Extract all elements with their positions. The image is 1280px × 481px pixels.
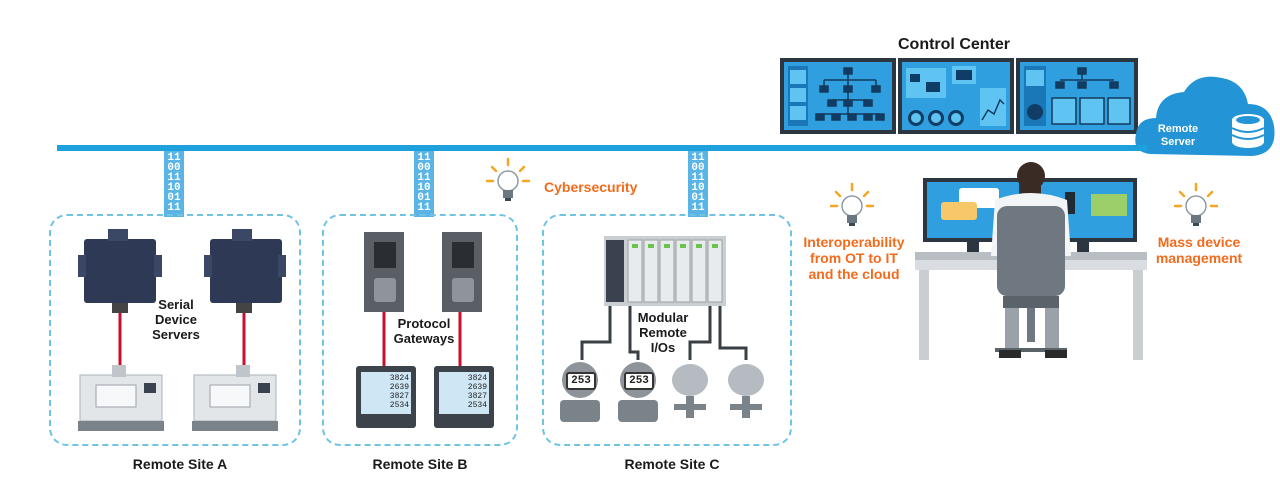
remote-site-b (322, 214, 518, 446)
lightbulb-icon (1174, 182, 1218, 226)
remote-site-a (49, 214, 301, 446)
cybersecurity-callout: Cybersecurity (544, 179, 638, 195)
interoperability-callout: Interoperability from OT to IT and the c… (803, 234, 905, 282)
site-c-device-label: Modular Remote I/Os (637, 310, 689, 355)
network-backbone (57, 145, 1147, 151)
remote-server-label: Remote Server (1157, 123, 1199, 148)
site-a-devices (78, 229, 286, 431)
lightbulb-icon (486, 157, 530, 201)
site-b-device-label: Protocol Gateways (393, 316, 455, 346)
bit-stream-c: 11 00 11 10 01 11 (688, 151, 708, 217)
cloud-icon (1135, 76, 1275, 156)
site-c-label: Remote Site C (624, 456, 720, 472)
field-display-value: 253 (566, 372, 596, 390)
bit-stream-b: 11 00 11 10 01 11 (414, 151, 434, 217)
control-center-title: Control Center (898, 36, 1010, 53)
site-a-device-label: Serial Device Servers (152, 297, 200, 342)
lightbulb-icon (830, 182, 874, 226)
bit-stream-a: 11 00 11 10 01 11 (164, 151, 184, 217)
site-c-devices (560, 236, 764, 422)
site-b-label: Remote Site B (372, 456, 468, 472)
control-center-monitors (780, 58, 1138, 134)
mass-device-callout: Mass device management (1155, 234, 1243, 266)
remote-site-c (542, 214, 792, 446)
field-display-value: 253 (624, 372, 654, 390)
operator-workstation (915, 162, 1147, 360)
database-icon (1231, 114, 1265, 148)
site-a-label: Remote Site A (132, 456, 228, 472)
